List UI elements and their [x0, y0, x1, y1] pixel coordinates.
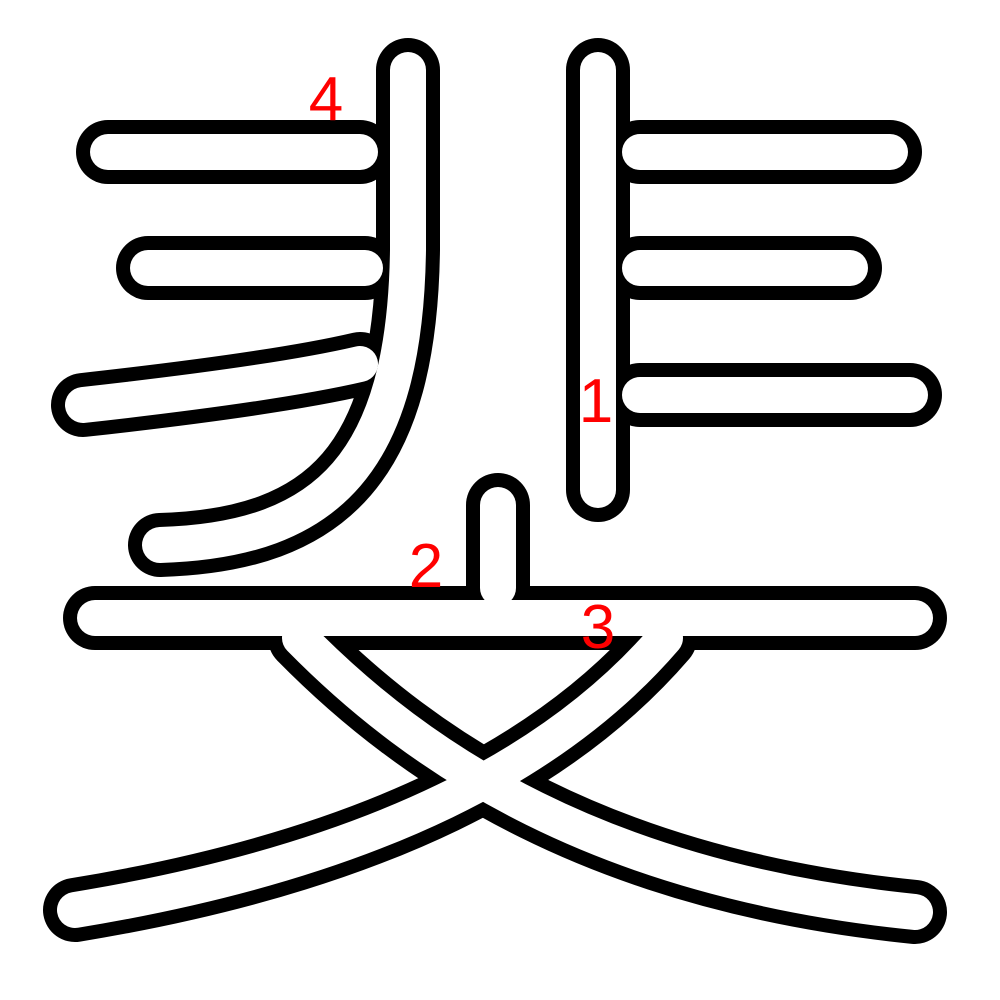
stroke-number-3: 3	[581, 593, 615, 662]
glyph-fill-layer	[57, 52, 933, 930]
stroke-number-2: 2	[409, 532, 443, 601]
stroke-number-1: 1	[579, 367, 613, 436]
stroke-order-labels: 1 2 3 4	[309, 65, 615, 662]
character-glyph	[43, 38, 947, 944]
stroke-number-4: 4	[309, 65, 343, 134]
